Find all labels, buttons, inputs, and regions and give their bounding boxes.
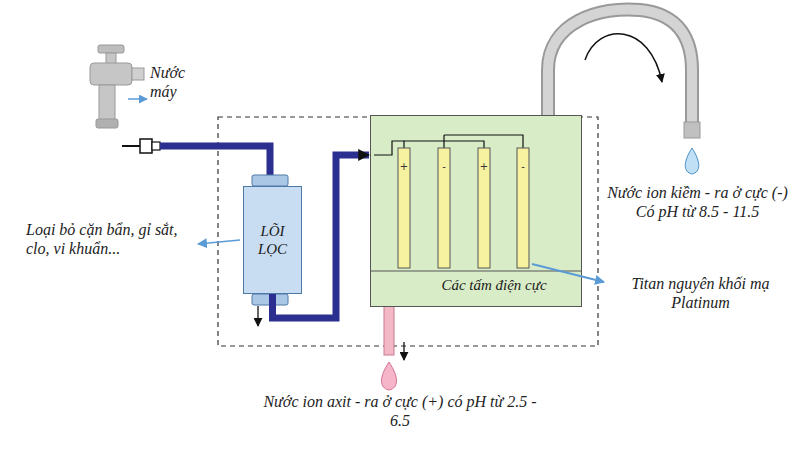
faucet-handle xyxy=(98,45,124,53)
spout-pipe xyxy=(548,9,692,124)
bus-wire xyxy=(404,135,523,148)
drain-arrow xyxy=(257,306,258,326)
faucet-stem xyxy=(106,53,116,64)
polarity-sign: - xyxy=(517,162,529,172)
faucet-body xyxy=(90,63,132,85)
valve-nut xyxy=(152,142,160,150)
chamber-divider xyxy=(370,270,582,271)
acid-flow-arrow xyxy=(403,342,404,360)
hose-stub xyxy=(122,145,140,147)
electrode-note: Titan nguyên khối mạ Platinum xyxy=(608,274,793,312)
electrode-plate xyxy=(478,148,490,268)
polarity-sign: + xyxy=(398,162,410,172)
faucet-spout xyxy=(99,85,115,121)
acid-note: Nước ion axit - ra ở cực (+) có pH từ 2.… xyxy=(255,392,545,430)
filter-top-cap xyxy=(252,175,288,186)
alkaline-drop xyxy=(685,148,699,174)
filter-note: Loại bỏ cặn bẩn, gỉ sắt, clo, vi khuẩn..… xyxy=(26,220,188,258)
outflow-arrow xyxy=(585,34,662,82)
inlet-pipe xyxy=(160,146,270,176)
polarity-sign: - xyxy=(438,162,450,172)
leader-line xyxy=(198,240,240,244)
source-label: Nước máy xyxy=(150,63,202,101)
faucet-wall-pipe xyxy=(132,68,144,80)
electrode-plate xyxy=(398,148,410,268)
spout-nozzle xyxy=(684,122,700,138)
electrode-plate xyxy=(517,148,529,268)
filter-label: LÕI LỌC xyxy=(248,222,297,258)
spout-outline xyxy=(548,9,692,124)
valve xyxy=(140,139,152,153)
outlet-note: Nước ion kiềm - ra ở cực (-) Có pH từ 8.… xyxy=(600,183,795,221)
electrode-plate xyxy=(438,148,450,268)
polarity-sign: + xyxy=(478,162,490,172)
faucet-nozzle xyxy=(96,119,118,128)
acid-drop xyxy=(382,362,397,390)
acid-pipe xyxy=(384,305,394,355)
electrolysis-chamber: Các tấm điện cực xyxy=(370,115,582,307)
flow-arrow xyxy=(128,98,147,100)
chamber-label: Các tấm điện cực xyxy=(411,276,577,294)
filter-cartridge: LÕI LỌC xyxy=(243,186,302,294)
